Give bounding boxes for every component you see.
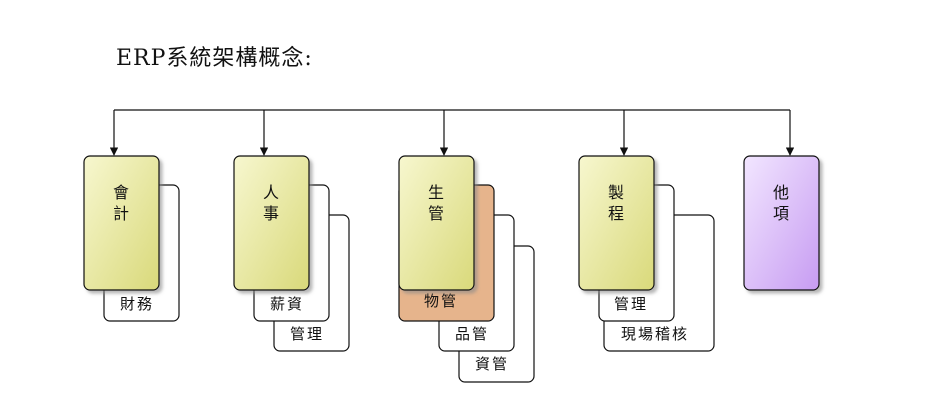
module-process: 現場稽核 管理 製 程 [578,155,715,352]
module-accounting: 財務 會 計 [83,155,180,322]
module-label-production-2: 管 [428,204,444,223]
module-other: 他 項 [743,155,820,291]
sub-label-process-management: 管理 [614,295,648,313]
module-hr: 管理 薪資 人 事 [233,155,350,352]
module-card-accounting [83,155,160,291]
module-label-other-1: 他 [773,183,789,202]
diagram-title: ERP系統架構概念: [116,46,313,71]
module-label-hr-2: 事 [263,204,279,223]
sub-label-finance: 財務 [120,295,154,313]
module-production: 資管 品管 物管 生 管 [398,155,535,383]
module-card-production [398,155,475,291]
sub-label-hr-management: 管理 [290,325,324,343]
sub-label-onsite-audit: 現場稽核 [621,325,689,343]
module-card-hr [233,155,310,291]
sub-label-materials: 物管 [424,292,458,310]
module-label-process-1: 製 [608,183,624,202]
module-label-accounting-1: 會 [113,183,129,202]
sub-label-quality: 品管 [455,325,489,343]
module-label-production-1: 生 [428,183,444,202]
module-card-other [743,155,820,291]
module-label-accounting-2: 計 [113,204,129,223]
module-label-other-2: 項 [773,204,789,223]
module-label-process-2: 程 [608,204,624,223]
module-label-hr-1: 人 [263,183,279,202]
connector-lines [109,109,795,156]
sub-label-salary: 薪資 [270,295,304,313]
module-card-process [578,155,655,291]
sub-label-data-management: 資管 [475,355,509,373]
